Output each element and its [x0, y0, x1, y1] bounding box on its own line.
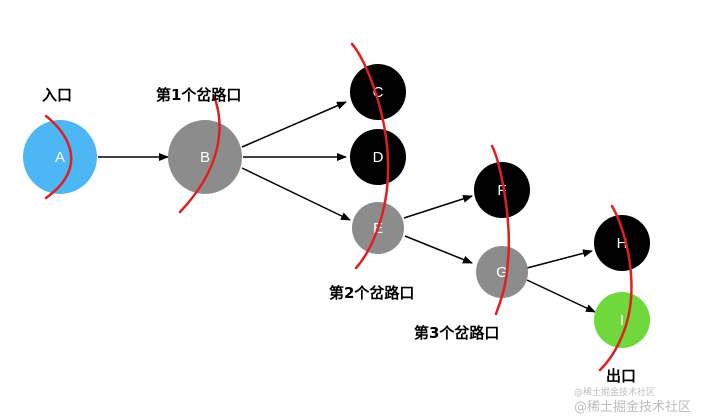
node-c: C	[350, 64, 406, 120]
node-h: H	[594, 215, 650, 271]
node-f-label: F	[497, 182, 506, 199]
fork-1-label: 第1个岔路口	[156, 86, 242, 104]
edge-e-f	[403, 194, 473, 219]
edge-b-e	[241, 167, 351, 221]
edge-g-h	[526, 249, 593, 269]
edges	[98, 101, 596, 313]
exit-label: 出口	[606, 367, 637, 385]
cut-lines	[44, 42, 633, 372]
cut-line-a	[44, 114, 73, 200]
nodes: A B C D E F G H	[23, 64, 650, 348]
node-a-label: A	[55, 149, 65, 166]
node-f: F	[474, 162, 530, 218]
node-d: D	[350, 129, 406, 185]
node-b-circle	[168, 120, 242, 194]
node-g-label: G	[496, 264, 508, 281]
node-c-label: C	[373, 84, 384, 101]
entry-label: 入口	[42, 86, 73, 104]
node-i: I	[594, 292, 650, 348]
edge-g-i	[526, 279, 596, 313]
node-b: B	[168, 120, 242, 194]
cut-line-fg	[490, 144, 510, 316]
fork-2-label: 第2个岔路口	[329, 284, 415, 302]
watermark-small: @稀土掘金技术社区	[574, 388, 656, 398]
node-d-circle	[350, 129, 406, 185]
edge-e-g	[404, 235, 473, 264]
node-g: G	[476, 246, 528, 298]
fork-3-label: 第3个岔路口	[414, 324, 500, 342]
node-g-circle	[476, 246, 528, 298]
watermark-large: @稀土掘金技术社区	[574, 400, 692, 415]
cut-line-hi	[598, 204, 633, 372]
node-h-circle	[594, 215, 650, 271]
cut-line-b	[178, 94, 221, 214]
cut-line-cde	[350, 42, 390, 270]
node-a: A	[23, 120, 97, 194]
node-i-label: I	[620, 312, 624, 329]
edge-b-c	[241, 101, 347, 148]
node-b-label: B	[200, 149, 210, 166]
node-c-circle	[350, 64, 406, 120]
node-a-circle	[23, 120, 97, 194]
node-h-label: H	[617, 235, 628, 252]
node-d-label: D	[373, 149, 384, 166]
node-f-circle	[474, 162, 530, 218]
node-i-circle	[594, 292, 650, 348]
